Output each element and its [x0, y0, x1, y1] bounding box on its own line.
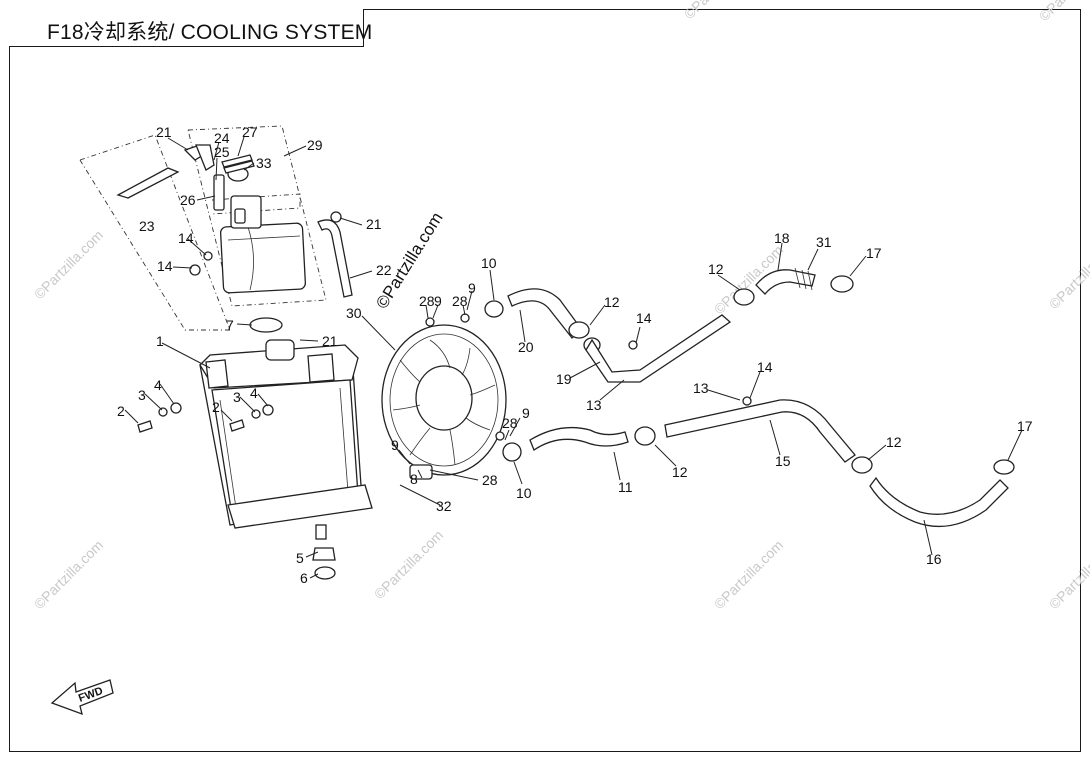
callout-19: 19: [556, 371, 572, 387]
callout-14: 14: [157, 258, 173, 274]
callout-2: 2: [117, 403, 125, 419]
watermark: ©Partzilla.com: [681, 0, 756, 22]
callout-13: 13: [586, 397, 602, 413]
title-box: F18冷却系统/ COOLING SYSTEM: [9, 9, 372, 47]
callout-18: 18: [774, 230, 790, 246]
expansion-tank-assembly: [79, 125, 353, 331]
callout-6: 6: [300, 570, 308, 586]
callout-23: 23: [139, 218, 155, 234]
callout-24: 24: [214, 130, 230, 146]
callout-21: 21: [322, 333, 338, 349]
callout-17: 17: [866, 245, 882, 261]
leader-lines: [124, 136, 1023, 579]
callout-17: 17: [1017, 418, 1033, 434]
callout-22: 22: [376, 262, 392, 278]
callout-28: 28: [419, 293, 435, 309]
watermark: ©Partzilla.com: [1046, 237, 1090, 312]
callout-12: 12: [886, 434, 902, 450]
callout-15: 15: [775, 453, 791, 469]
callout-4: 4: [250, 385, 258, 401]
callout-21: 21: [156, 124, 172, 140]
callout-33: 33: [256, 155, 272, 171]
hoses: [484, 267, 1015, 528]
callout-12: 12: [604, 294, 620, 310]
callout-16: 16: [926, 551, 942, 567]
callout-10: 10: [516, 485, 532, 501]
callout-14: 14: [178, 230, 194, 246]
callout-9: 9: [391, 437, 399, 453]
callout-8: 8: [410, 471, 418, 487]
watermark: ©Partzilla.com: [31, 537, 106, 612]
callout-28: 28: [482, 472, 498, 488]
callout-13: 13: [693, 380, 709, 396]
callout-10: 10: [481, 255, 497, 271]
watermark: ©Partzilla.com: [711, 537, 786, 612]
fwd-arrow-icon: FWD: [50, 679, 114, 716]
callout-9: 9: [468, 280, 476, 296]
callout-9: 9: [522, 405, 530, 421]
callout-labels: 21 24 25 27 33 29 26 23 21 14 14 22 7 21…: [117, 124, 1033, 586]
callout-9: 9: [434, 293, 442, 309]
callout-31: 31: [816, 234, 832, 250]
callout-30: 30: [346, 305, 362, 321]
callout-5: 5: [296, 550, 304, 566]
callout-14: 14: [757, 359, 773, 375]
callout-12: 12: [672, 464, 688, 480]
watermark: ©Partzilla.com: [1046, 537, 1090, 612]
callout-27: 27: [242, 124, 258, 140]
callout-11: 11: [618, 479, 633, 495]
callout-26: 26: [180, 192, 196, 208]
callout-7: 7: [226, 317, 234, 333]
callout-14: 14: [636, 310, 652, 326]
callout-28: 28: [452, 293, 468, 309]
watermark: ©Partzilla.com: [1036, 0, 1090, 24]
watermark: ©Partzilla.com: [371, 527, 446, 602]
callout-28: 28: [502, 415, 518, 431]
page-title: F18冷却系统/ COOLING SYSTEM: [47, 21, 373, 44]
callout-21: 21: [366, 216, 382, 232]
callout-29: 29: [307, 137, 323, 153]
callout-2: 2: [212, 399, 220, 415]
watermark: ©Partzilla.com: [31, 227, 106, 302]
callout-32: 32: [436, 498, 452, 514]
cooling-fan: [381, 313, 507, 480]
radiator: [137, 317, 373, 580]
callout-4: 4: [154, 377, 162, 393]
callout-3: 3: [233, 389, 241, 405]
drawing-frame: [9, 9, 1081, 752]
callout-3: 3: [138, 387, 146, 403]
callout-25: 25: [214, 144, 230, 160]
callout-1: 1: [156, 333, 164, 349]
callout-20: 20: [518, 339, 534, 355]
callout-12: 12: [708, 261, 724, 277]
